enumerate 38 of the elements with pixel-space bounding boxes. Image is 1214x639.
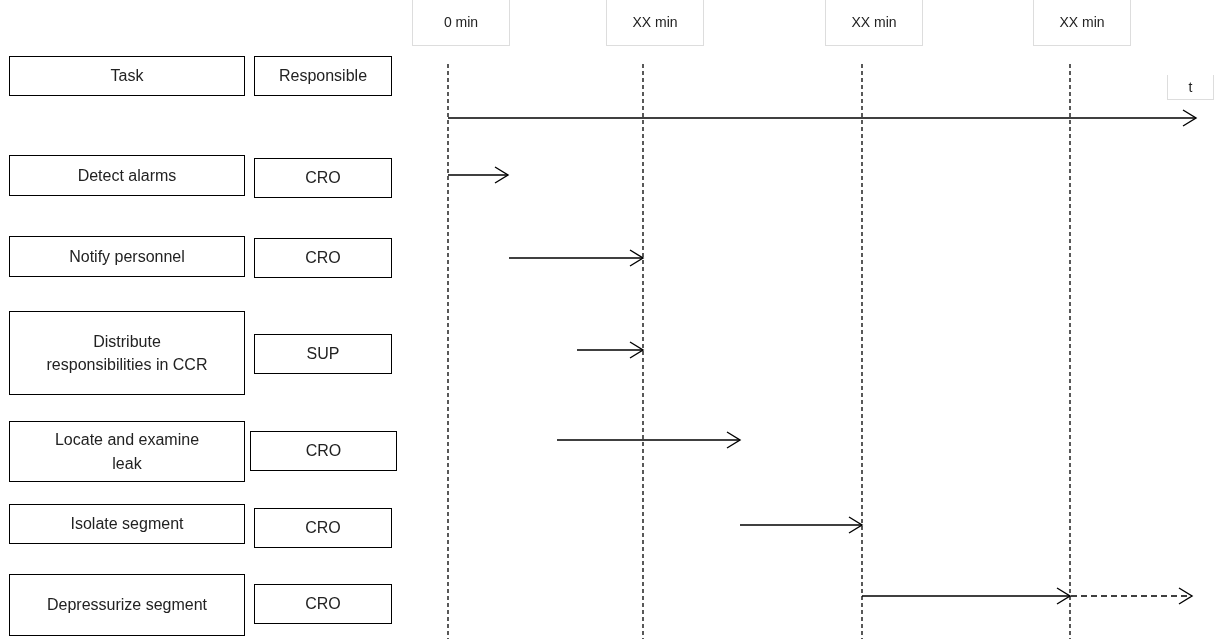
time-header-box bbox=[412, 0, 510, 46]
process-box bbox=[9, 574, 245, 636]
time-label: XX min bbox=[850, 13, 898, 33]
node-label: CRO bbox=[304, 248, 342, 269]
process-box bbox=[254, 508, 392, 548]
node-label: CRO bbox=[304, 518, 342, 539]
node-label: Locate and examine leak bbox=[53, 430, 201, 474]
process-box bbox=[250, 431, 397, 471]
node-label: Depressurize segment bbox=[45, 595, 209, 616]
node-label: Task bbox=[109, 66, 145, 87]
time-label: XX min bbox=[631, 13, 679, 33]
process-box bbox=[254, 56, 392, 96]
process-box bbox=[9, 155, 245, 196]
node-label: Responsible bbox=[277, 66, 369, 87]
process-box bbox=[9, 421, 245, 482]
time-label: t bbox=[1187, 77, 1194, 97]
time-header-box bbox=[1167, 75, 1214, 100]
process-box bbox=[9, 504, 245, 544]
node-label: Isolate segment bbox=[69, 514, 185, 535]
process-box bbox=[254, 238, 392, 278]
node-label: Notify personnel bbox=[68, 246, 186, 267]
process-box bbox=[254, 584, 392, 624]
process-box bbox=[9, 311, 245, 395]
time-label: XX min bbox=[1058, 13, 1106, 33]
process-box bbox=[9, 56, 245, 96]
time-header-box bbox=[825, 0, 923, 46]
node-label: CRO bbox=[304, 441, 343, 462]
process-box bbox=[9, 236, 245, 277]
node-label: CRO bbox=[304, 594, 342, 615]
node-label: CRO bbox=[304, 168, 342, 189]
time-header-box bbox=[606, 0, 704, 46]
node-label: Distribute responsibilities in CCR bbox=[45, 331, 209, 375]
node-label: SUP bbox=[305, 344, 341, 365]
time-label: 0 min bbox=[442, 13, 480, 33]
node-label: Detect alarms bbox=[76, 165, 178, 186]
process-box bbox=[254, 334, 392, 374]
time-header-box bbox=[1033, 0, 1131, 46]
process-box bbox=[254, 158, 392, 198]
